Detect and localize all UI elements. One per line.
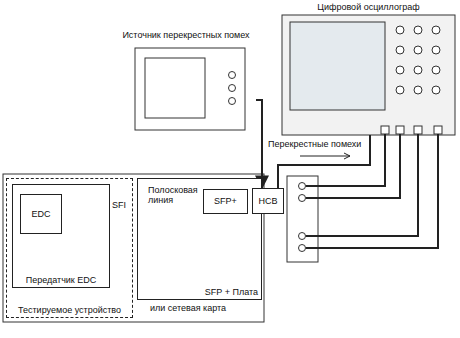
scope-knob [432,26,440,34]
cable [306,134,438,248]
node-label: Тестируемое устройство [18,305,121,315]
generator-body [135,48,245,130]
fixture-port [299,183,306,190]
fixture-port [299,195,306,202]
connector [256,100,262,188]
interface-label: SFI [112,200,126,210]
scope-knob [396,86,404,94]
scope-input [381,126,389,134]
scope-knob [396,46,404,54]
generator-screen [145,58,205,118]
scope-knob [414,66,422,74]
scope-knob [432,86,440,94]
generator-port [229,85,236,92]
node-label: EDC [31,209,50,219]
module-box: SFP+ [203,189,248,214]
crosstalk-source: Источник перекрестных помех [116,28,256,130]
generator-port [229,98,236,105]
generator-port [229,72,236,79]
node-label: HCB [258,196,277,206]
node-label: SFP+ [214,196,237,206]
scope-body [282,15,455,135]
scope-input [414,126,422,134]
node-label: Передатчик EDC [26,275,97,285]
scope-knob [414,86,422,94]
transmitter-box: EDC Передатчик EDC [12,184,110,288]
scope-knob [414,46,422,54]
node-label: Источник перекрестных помех [122,30,249,40]
scope-knob [432,66,440,74]
oscilloscope: Цифровой осциллограф [282,0,455,135]
node-label: SFP + Плата [205,287,258,297]
scope-input [434,126,442,134]
node-label: Цифровой осциллограф [317,2,419,12]
scope-screen [290,22,385,110]
scope-knob [432,46,440,54]
scope-knob [396,66,404,74]
direction-arrow [300,153,350,159]
scope-input [396,126,404,134]
scope-knobs [396,26,440,94]
edge-label: Перекрестные помехи [266,139,363,149]
test-fixture [287,176,318,262]
stripline-label: Полосковая линия [148,185,200,206]
hcb-box: HCB [252,188,284,214]
housing-outline [3,174,264,322]
dut-outline: EDC Передатчик EDC Тестируемое устройство [6,178,133,318]
fixture-port [299,233,306,240]
scope-knob [396,26,404,34]
scope-knob [414,26,422,34]
board-note: или сетевая карта [150,303,226,313]
chip-box: EDC [20,194,62,234]
fixture-port [299,245,306,252]
